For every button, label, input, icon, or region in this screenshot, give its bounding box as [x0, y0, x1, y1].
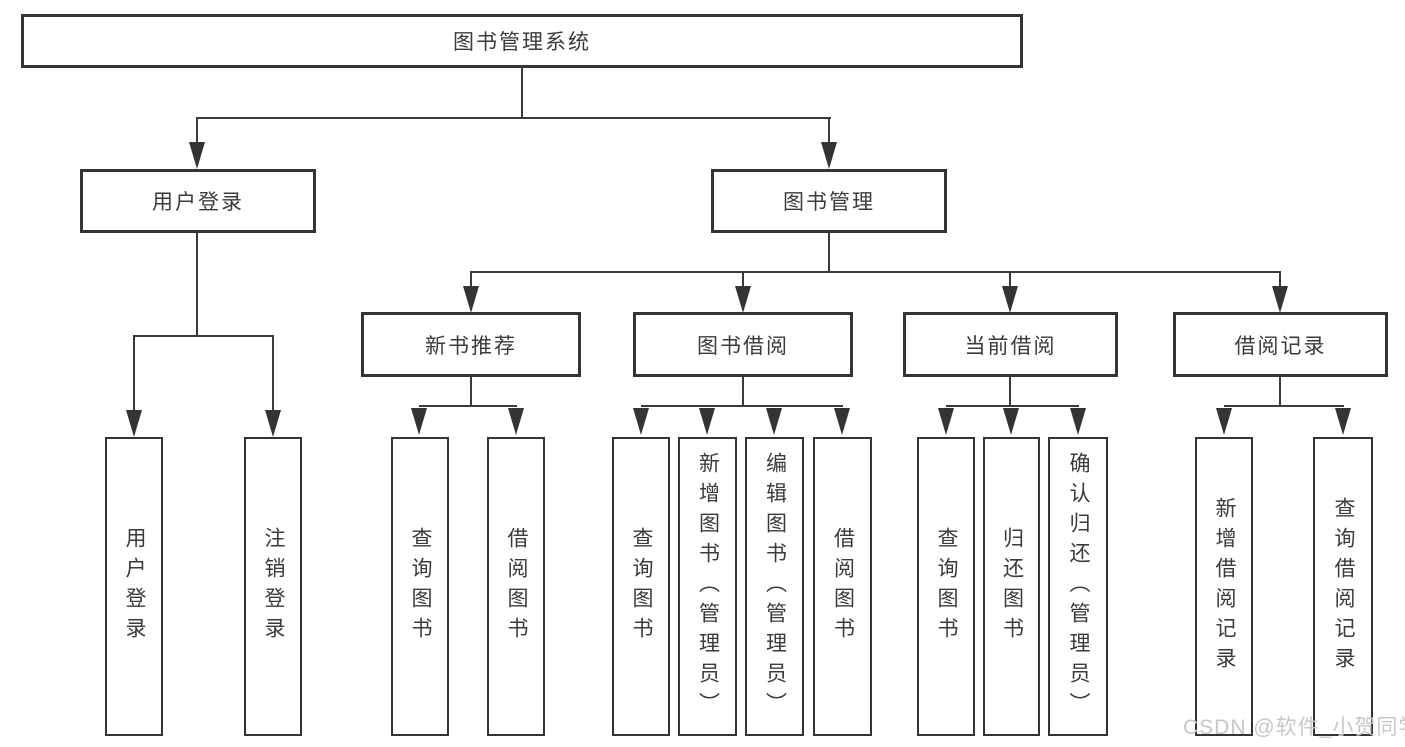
connector-drop-new-book-recommend — [470, 271, 472, 288]
arrowhead-bb-edit-books — [766, 408, 782, 435]
leaf-bb-query-books: 查询图书 — [612, 437, 670, 736]
arrowhead-cb-query-books — [938, 408, 954, 435]
connector-book-management-branch — [470, 271, 1281, 273]
connector-borrowing-records-stem — [1279, 377, 1281, 407]
arrowhead-leaf-user-login — [126, 410, 142, 437]
node-current-borrowing-label: 当前借阅 — [964, 334, 1057, 358]
leaf-bb-add-books-admin: 新增图书（管理员） — [678, 437, 737, 736]
node-current-borrowing: 当前借阅 — [903, 312, 1118, 377]
arrowhead-new-book-recommend — [463, 286, 479, 313]
arrowhead-br-query-record — [1335, 408, 1351, 435]
node-user-login: 用户登录 — [80, 169, 316, 233]
arrowhead-user-login — [189, 142, 205, 169]
arrowhead-cb-confirm-return — [1070, 408, 1086, 435]
node-book-management: 图书管理 — [711, 169, 947, 233]
node-borrowing-records: 借阅记录 — [1173, 312, 1388, 377]
leaf-br-add-record-label: 新增借阅记录 — [1213, 496, 1236, 677]
node-book-borrowing: 图书借阅 — [633, 312, 853, 377]
connector-drop-book-borrowing — [742, 271, 744, 288]
connector-book-borrowing-branch — [641, 405, 843, 407]
csdn-watermark: CSDN @软件_小贺同学 — [1183, 716, 1405, 739]
node-new-book-recommend-label: 新书推荐 — [425, 334, 517, 358]
leaf-user-login: 用户登录 — [105, 437, 163, 736]
leaf-user-login-label: 用户登录 — [123, 526, 146, 647]
arrowhead-bb-query-books — [633, 408, 649, 435]
arrowhead-borrowing-records — [1272, 286, 1288, 313]
leaf-logout-label: 注销登录 — [262, 526, 285, 647]
connector-drop-leaf-logout — [272, 335, 274, 411]
connector-book-borrowing-stem — [742, 377, 744, 407]
leaf-cb-return-books: 归还图书 — [983, 437, 1040, 736]
node-book-management-label: 图书管理 — [783, 191, 875, 214]
leaf-nb-borrow-books: 借阅图书 — [487, 437, 545, 736]
connector-drop-leaf-user-login — [133, 335, 135, 411]
connector-user-login-stem — [196, 233, 198, 336]
leaf-nb-query-books: 查询图书 — [391, 437, 449, 736]
connector-borrowing-records-branch — [1224, 405, 1344, 407]
arrowhead-book-management — [821, 142, 837, 169]
leaf-cb-confirm-return-admin: 确认归还（管理员） — [1048, 437, 1108, 736]
arrowhead-br-add-record — [1216, 408, 1232, 435]
leaf-cb-confirm-return-admin-label: 确认归还（管理员） — [1067, 451, 1090, 722]
leaf-cb-query-books-label: 查询图书 — [935, 526, 958, 647]
arrowhead-bb-add-books — [699, 408, 715, 435]
leaf-bb-edit-books-admin: 编辑图书（管理员） — [745, 437, 804, 736]
connector-new-book-stem — [470, 377, 472, 407]
connector-new-book-branch — [419, 405, 517, 407]
arrowhead-current-borrowing — [1002, 286, 1018, 313]
connector-root-stem — [521, 67, 523, 118]
leaf-bb-borrow-books-label: 借阅图书 — [831, 526, 855, 647]
connector-user-login-branch — [133, 335, 274, 337]
leaf-nb-borrow-books-label: 借阅图书 — [505, 526, 528, 647]
leaf-bb-add-books-admin-label: 新增图书（管理员） — [696, 451, 720, 722]
leaf-bb-edit-books-admin-label: 编辑图书（管理员） — [763, 451, 787, 722]
leaf-bb-query-books-label: 查询图书 — [630, 526, 653, 647]
arrowhead-nb-borrow-books — [508, 408, 524, 435]
arrowhead-nb-query-books — [411, 408, 427, 435]
arrowhead-book-borrowing — [735, 286, 751, 313]
arrowhead-bb-borrow-books — [834, 408, 850, 435]
node-book-borrowing-label: 图书借阅 — [697, 334, 789, 358]
leaf-bb-borrow-books: 借阅图书 — [813, 437, 872, 736]
connector-current-borrowing-stem — [1009, 377, 1011, 407]
arrowhead-cb-return-books — [1003, 408, 1019, 435]
connector-drop-borrowing-records — [1279, 271, 1281, 288]
leaf-cb-query-books: 查询图书 — [917, 437, 975, 736]
leaf-logout: 注销登录 — [244, 437, 302, 736]
leaf-cb-return-books-label: 归还图书 — [1000, 526, 1024, 647]
connector-current-borrowing-branch — [946, 405, 1079, 407]
leaf-br-add-record: 新增借阅记录 — [1195, 437, 1253, 736]
leaf-br-query-record-label: 查询借阅记录 — [1332, 496, 1355, 677]
connector-drop-book-management — [828, 117, 830, 145]
connector-root-branch — [196, 117, 831, 119]
node-root-book-management-system: 图书管理系统 — [21, 14, 1023, 68]
leaf-nb-query-books-label: 查询图书 — [409, 526, 432, 647]
node-borrowing-records-label: 借阅记录 — [1234, 334, 1327, 358]
connector-book-management-stem — [828, 233, 830, 273]
node-root-label: 图书管理系统 — [453, 31, 591, 54]
node-user-login-label: 用户登录 — [152, 191, 244, 214]
node-new-book-recommend: 新书推荐 — [361, 312, 581, 377]
leaf-br-query-record: 查询借阅记录 — [1313, 437, 1373, 736]
connector-drop-user-login — [196, 117, 198, 145]
arrowhead-leaf-logout — [265, 410, 281, 437]
connector-drop-current-borrowing — [1009, 271, 1011, 288]
